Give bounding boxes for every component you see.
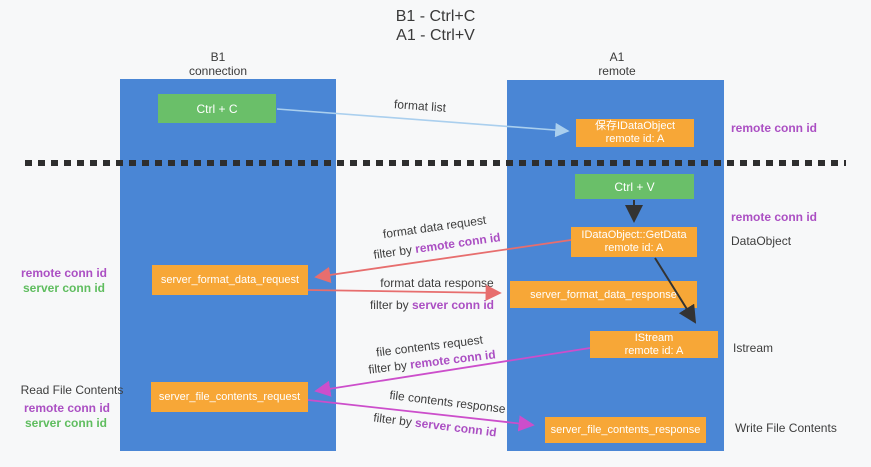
node-server-format-data-response: server_format_data_response bbox=[510, 281, 697, 308]
edge-label-format-data-response: format data response bbox=[357, 276, 517, 290]
filter-by-prefix: filter by bbox=[372, 242, 417, 262]
edge-label-filter-format-response: filter by server conn id bbox=[347, 298, 517, 312]
right-remote-conn-id-1-text: remote conn id bbox=[731, 121, 818, 135]
diagram-title: B1 - Ctrl+C A1 - Ctrl+V bbox=[0, 7, 871, 45]
node-idataobject-getdata-line2: remote id: A bbox=[604, 242, 664, 254]
filter-by-prefix: filter by bbox=[372, 410, 416, 430]
left-remote-conn-id-1-text: remote conn id bbox=[20, 266, 107, 280]
right-istream-text: Istream bbox=[733, 341, 774, 355]
left-server-conn-id-1: server conn id bbox=[14, 281, 114, 295]
node-ctrl-c-label: Ctrl + C bbox=[196, 101, 238, 116]
node-idataobject-getdata-line1: IDataObject::GetData bbox=[581, 229, 687, 241]
node-server-file-contents-request-label: server_file_contents_request bbox=[158, 391, 301, 403]
edge-label-format-list: format list bbox=[360, 95, 481, 117]
edge-label-file-contents-response-text: file contents response bbox=[388, 387, 507, 417]
right-write-file-contents: Write File Contents bbox=[735, 421, 837, 435]
node-server-file-contents-response: server_file_contents_response bbox=[545, 417, 706, 443]
node-idataobject-getdata: IDataObject::GetData remote id: A bbox=[571, 227, 697, 257]
node-istream-line2: remote id: A bbox=[624, 344, 684, 357]
node-ctrl-v: Ctrl + V bbox=[575, 174, 694, 199]
edge-label-format-data-response-text: format data response bbox=[380, 276, 494, 290]
node-istream-line1: IStream bbox=[634, 331, 674, 344]
right-write-file-contents-text: Write File Contents bbox=[735, 421, 837, 435]
node-save-idataobject-line2: remote id: A bbox=[605, 133, 665, 145]
left-remote-conn-id-2-text: remote conn id bbox=[23, 401, 110, 415]
lane-b1-title: B1 bbox=[210, 50, 226, 64]
left-remote-conn-id-2: remote conn id bbox=[17, 401, 117, 415]
node-ctrl-c: Ctrl + C bbox=[158, 94, 276, 123]
lane-a1-subtitle: remote bbox=[598, 64, 636, 78]
node-server-format-data-request-label: server_format_data_request bbox=[160, 274, 300, 286]
right-remote-conn-id-2-text: remote conn id bbox=[731, 210, 818, 224]
arrow-format-data-response bbox=[307, 284, 502, 301]
title-line-1: B1 - Ctrl+C bbox=[395, 8, 476, 25]
right-istream-label: Istream bbox=[733, 341, 773, 355]
node-save-idataobject-line1: 保存IDataObject bbox=[594, 120, 676, 132]
server-conn-id-key: server conn id bbox=[411, 298, 495, 312]
filter-by-prefix: filter by bbox=[369, 298, 412, 312]
node-server-format-data-request: server_format_data_request bbox=[152, 265, 308, 295]
left-remote-conn-id-1: remote conn id bbox=[14, 266, 114, 280]
title-line-2: A1 - Ctrl+V bbox=[396, 27, 475, 44]
right-remote-conn-id-1: remote conn id bbox=[731, 121, 817, 135]
node-server-format-data-response-label: server_format_data_response bbox=[530, 288, 677, 301]
edge-label-format-list-text: format list bbox=[393, 97, 447, 115]
lane-b1-subtitle: connection bbox=[188, 64, 248, 78]
left-read-file-contents: Read File Contents bbox=[17, 383, 127, 397]
lane-header-a1: A1 remote bbox=[517, 50, 717, 78]
lane-header-b1: B1 connection bbox=[128, 50, 308, 78]
node-ctrl-v-label: Ctrl + V bbox=[614, 179, 655, 194]
left-server-conn-id-1-text: server conn id bbox=[22, 281, 106, 295]
lane-a1-title: A1 bbox=[609, 50, 625, 64]
left-server-conn-id-2-text: server conn id bbox=[24, 416, 108, 430]
right-dataobject-label: DataObject bbox=[731, 234, 791, 248]
node-save-idataobject: 保存IDataObject remote id: A bbox=[576, 119, 694, 147]
node-server-file-contents-response-label: server_file_contents_response bbox=[550, 424, 701, 436]
left-server-conn-id-2: server conn id bbox=[16, 416, 116, 430]
session-divider-dashed-line bbox=[25, 160, 846, 166]
right-dataobject-text: DataObject bbox=[731, 234, 792, 248]
server-conn-id-key: server conn id bbox=[414, 415, 498, 440]
right-remote-conn-id-2: remote conn id bbox=[731, 210, 817, 224]
left-read-file-contents-text: Read File Contents bbox=[20, 383, 124, 397]
node-server-file-contents-request: server_file_contents_request bbox=[151, 382, 308, 412]
node-istream: IStream remote id: A bbox=[590, 331, 718, 358]
filter-by-prefix: filter by bbox=[367, 357, 412, 377]
